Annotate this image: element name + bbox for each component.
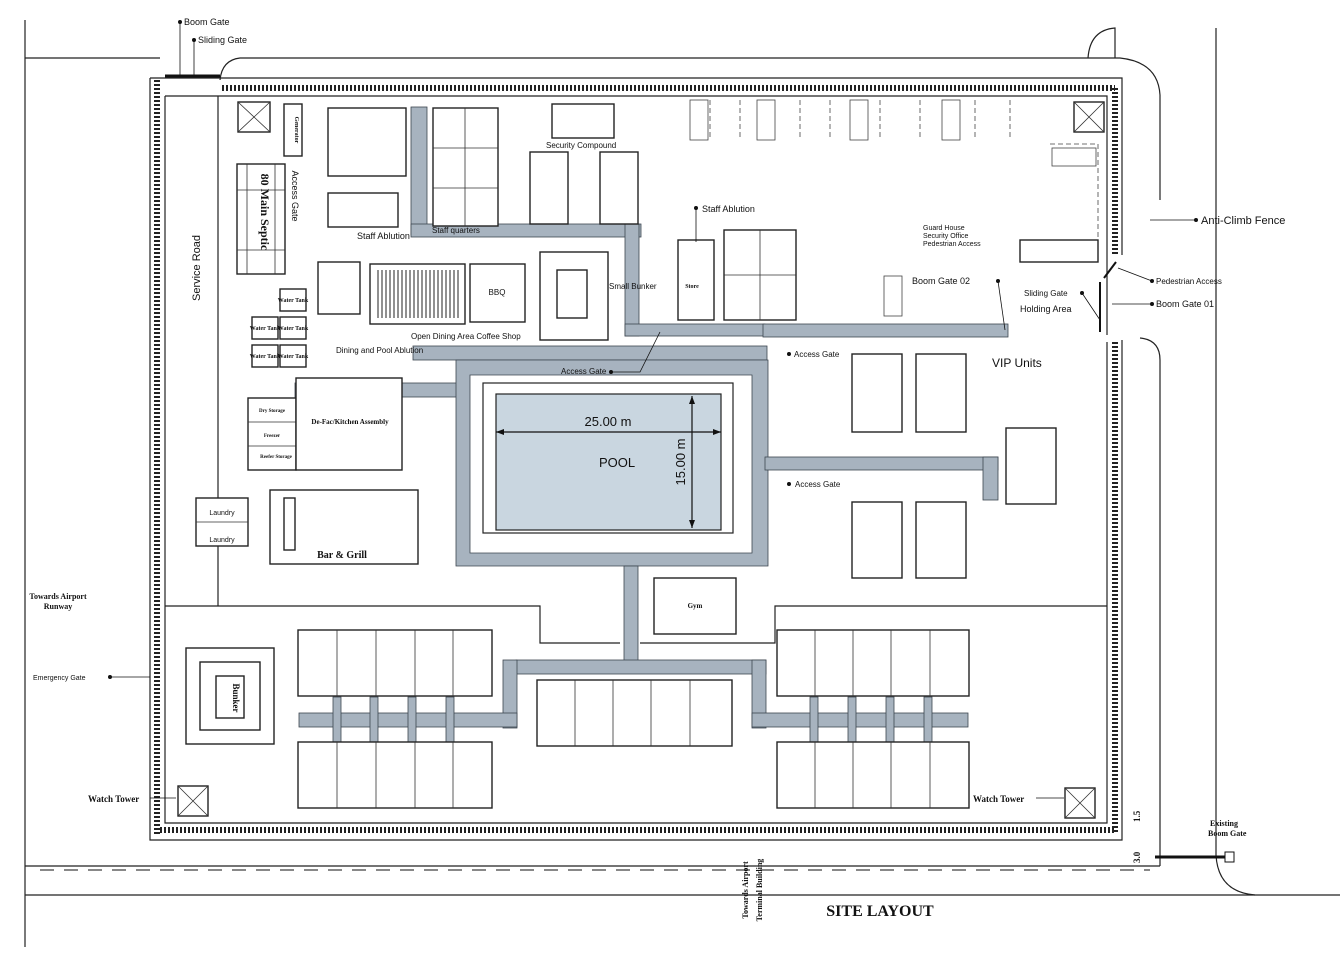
sliding-gate-label: Sliding Gate — [198, 35, 247, 45]
gym-label: Gym — [688, 602, 703, 610]
staff-quarters-label: Staff quarters — [432, 226, 480, 235]
parking-bays — [689, 99, 1099, 317]
existing-boom-gate-label-2: Boom Gate — [1208, 829, 1247, 838]
walkways — [294, 106, 1009, 744]
boom-gate-01-label: Boom Gate 01 — [1156, 299, 1214, 309]
pool-length-dimension: 25.00 m — [585, 414, 632, 429]
water-tank-label: Water Tank — [278, 298, 309, 304]
laundry-label-1: Laundry — [209, 510, 235, 517]
laundry-label-2: Laundry — [209, 537, 235, 544]
septic-label: 80 Main Septic — [258, 174, 272, 251]
water-tank-label: Water Tank — [278, 326, 309, 332]
staff-ablution-left-label: Staff Ablution — [357, 231, 410, 241]
towards-runway-label-2: Runway — [44, 602, 72, 611]
watch-tower-right-label: Watch Tower — [973, 794, 1024, 804]
emergency-gate-label: Emergency Gate — [33, 675, 86, 682]
access-gate-pool-label: Access Gate — [561, 367, 607, 376]
water-tank-label: Water Tank — [250, 354, 281, 360]
road-outlines — [24, 20, 1340, 947]
south-zone-divider — [165, 605, 620, 644]
existing-boom-gate-label-1: Existing — [1210, 819, 1238, 828]
bunker-label: Bunker — [231, 683, 241, 712]
pedestrian-access-left-label: Pedestrian Access — [923, 241, 981, 248]
water-tanks: Water Tank Water Tank Water Tank Water T… — [250, 288, 309, 368]
annotations: Boom Gate Sliding Gate Service Road Acce… — [29, 17, 1285, 921]
dimension-3-0: 3.0 — [1132, 851, 1142, 863]
holding-area-label: Holding Area — [1020, 304, 1072, 314]
service-road-label: Service Road — [191, 235, 203, 301]
water-tank-label: Water Tank — [278, 354, 309, 360]
dining-pool-ablution-label-1: Dining and Pool Ablution — [336, 346, 423, 355]
buildings: Generator 80 Main Septic Access Gate Sta… — [177, 99, 1105, 819]
guard-house-label: Guard House — [923, 225, 965, 232]
watch-tower-left-label: Watch Tower — [88, 794, 139, 804]
freezer-label: Freezer — [264, 434, 281, 439]
towards-terminal-label-2: Terminal Building — [755, 859, 764, 922]
security-compound-label: Security Compound — [546, 141, 616, 150]
dimension-1-5: 1.5 — [1132, 810, 1142, 822]
security-office-label: Security Office — [923, 233, 968, 240]
site-layout-title: SITE LAYOUT — [826, 903, 934, 920]
water-tank-label: Water Tank — [250, 326, 281, 332]
kitchen-label: De-Fac/Kitchen Assembly — [311, 418, 389, 426]
access-gate-vertical-label: Access Gate — [290, 170, 300, 221]
open-dining-label: Open Dining Area Coffee Shop — [411, 332, 521, 341]
bar-grill-label: Bar & Grill — [317, 550, 367, 561]
bbq-label: BBQ — [489, 288, 506, 297]
south-zone-divider-right — [640, 605, 1107, 644]
reefer-storage-label: Reefer Storage — [260, 455, 292, 460]
boom-gate-label: Boom Gate — [184, 17, 230, 27]
pedestrian-access-right-label: Pedestrian Access — [1156, 277, 1222, 286]
perimeter-fence — [149, 77, 1123, 841]
accommodation-blocks — [297, 629, 970, 809]
pool: 25.00 m POOL 15.00 m — [482, 382, 734, 534]
generator-label: Generator — [293, 117, 299, 144]
vip-units-label: VIP Units — [992, 356, 1042, 370]
access-gate-vip-mid-label: Access Gate — [795, 480, 841, 489]
store-label: Store — [685, 284, 699, 290]
sliding-gate-right-label: Sliding Gate — [1024, 289, 1068, 298]
access-gate-vip-top-label: Access Gate — [794, 350, 840, 359]
towards-terminal-label-1: Towards Airport — [741, 861, 750, 919]
anti-climb-fence-label: Anti-Climb Fence — [1201, 215, 1285, 227]
pool-width-dimension: 15.00 m — [673, 439, 688, 486]
dry-storage-label: Dry Storage — [259, 409, 286, 414]
staff-ablution-right-label: Staff Ablution — [702, 204, 755, 214]
boom-gate-02-label: Boom Gate 02 — [912, 276, 970, 286]
pool-label: POOL — [599, 455, 635, 470]
towards-runway-label-1: Towards Airport — [29, 592, 87, 601]
small-bunker-label: Small Bunker — [609, 282, 657, 291]
